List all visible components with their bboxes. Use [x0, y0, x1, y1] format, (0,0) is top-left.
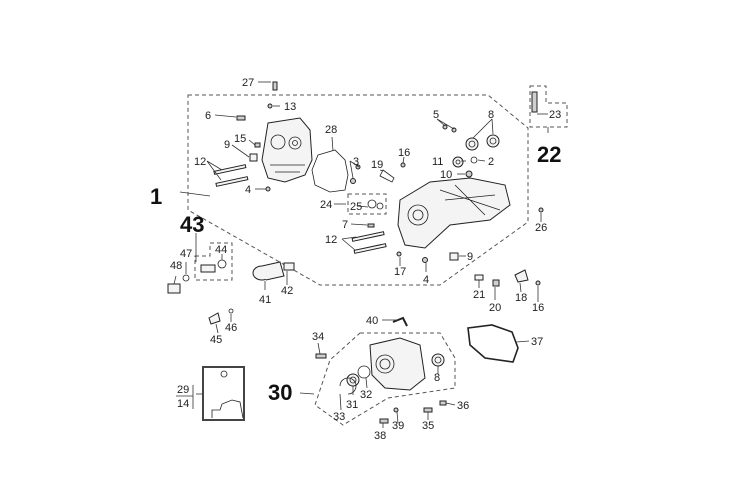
callout-42: 42 — [281, 285, 293, 297]
oil-filter — [252, 261, 285, 281]
callout-26: 26 — [535, 222, 547, 234]
leader-lines — [173, 81, 549, 428]
callout-21: 21 — [473, 289, 485, 301]
clutch-cover-gasket — [467, 324, 519, 363]
bearings — [339, 134, 500, 395]
callout-40: 40 — [366, 315, 378, 327]
callout-17: 17 — [394, 266, 406, 278]
callout-9b: 9 — [467, 251, 473, 263]
group-label-stud-kit: 22 — [537, 142, 561, 167]
callout-15: 15 — [234, 133, 246, 145]
callout-9a: 9 — [224, 139, 230, 151]
callout-20: 20 — [489, 302, 501, 314]
group-label-transmission-cover: 30 — [268, 380, 292, 405]
callout-38: 38 — [374, 430, 386, 442]
callout-32: 32 — [360, 389, 372, 401]
callout-8b: 8 — [434, 372, 440, 384]
transmission-cover-group-outline — [314, 332, 456, 426]
callout-18: 18 — [515, 292, 527, 304]
crankcase-group-outline — [187, 94, 529, 286]
callout-46: 46 — [225, 322, 237, 334]
callout-12b: 12 — [325, 234, 337, 246]
callout-28: 28 — [325, 124, 337, 136]
callout-29: 29 — [177, 384, 189, 396]
callout-12a: 12 — [194, 156, 206, 168]
callout-39: 39 — [392, 420, 404, 432]
callout-10: 10 — [440, 169, 452, 181]
left-crankcase-half — [261, 117, 313, 183]
callout-27: 27 — [242, 77, 254, 89]
callout-33: 33 — [333, 411, 345, 423]
group-label-crankcase: 1 — [150, 184, 162, 209]
oil-pump-kit-group-outline — [194, 242, 233, 281]
callout-5: 5 — [433, 109, 439, 121]
callout-3: 3 — [353, 156, 359, 168]
transmission-cover — [369, 337, 426, 391]
callout-16b: 16 — [532, 302, 544, 314]
dowel-shafts — [213, 164, 387, 254]
callout-4a: 4 — [245, 184, 251, 196]
callout-31: 31 — [346, 399, 358, 411]
callout-25: 25 — [350, 201, 362, 213]
callout-24: 24 — [320, 199, 332, 211]
instruction-label-panel — [202, 366, 245, 421]
callout-29-14-divider — [176, 385, 194, 409]
callout-14: 14 — [177, 398, 189, 410]
callout-7: 7 — [342, 219, 348, 231]
callout-4b: 4 — [423, 274, 429, 286]
callout-13: 13 — [284, 101, 296, 113]
callout-35: 35 — [422, 420, 434, 432]
callout-44: 44 — [215, 244, 227, 256]
callout-8a: 8 — [488, 109, 494, 121]
callout-23: 23 — [549, 109, 561, 121]
callouts: 27 13 6 15 9 12 4 28 3 19 16 24 25 7 12 … — [170, 77, 561, 442]
callout-2: 2 — [488, 156, 494, 168]
crankcase-gasket — [311, 149, 349, 193]
callout-11: 11 — [432, 156, 443, 168]
callout-41: 41 — [259, 294, 271, 306]
callout-6: 6 — [205, 110, 211, 122]
callout-36: 36 — [457, 400, 469, 412]
callout-48: 48 — [170, 260, 182, 272]
callout-45: 45 — [210, 334, 222, 346]
callout-16a: 16 — [398, 147, 410, 159]
part-25-group-outline — [347, 193, 387, 215]
callout-19: 19 — [371, 159, 383, 171]
small-parts — [167, 81, 544, 424]
group-label-oil-pump-kit: 43 — [180, 212, 204, 237]
stud-kit-group-outline — [529, 85, 568, 128]
callout-47: 47 — [180, 248, 192, 260]
right-crankcase-half — [397, 177, 511, 249]
callout-34: 34 — [312, 331, 324, 343]
callout-37: 37 — [531, 336, 543, 348]
